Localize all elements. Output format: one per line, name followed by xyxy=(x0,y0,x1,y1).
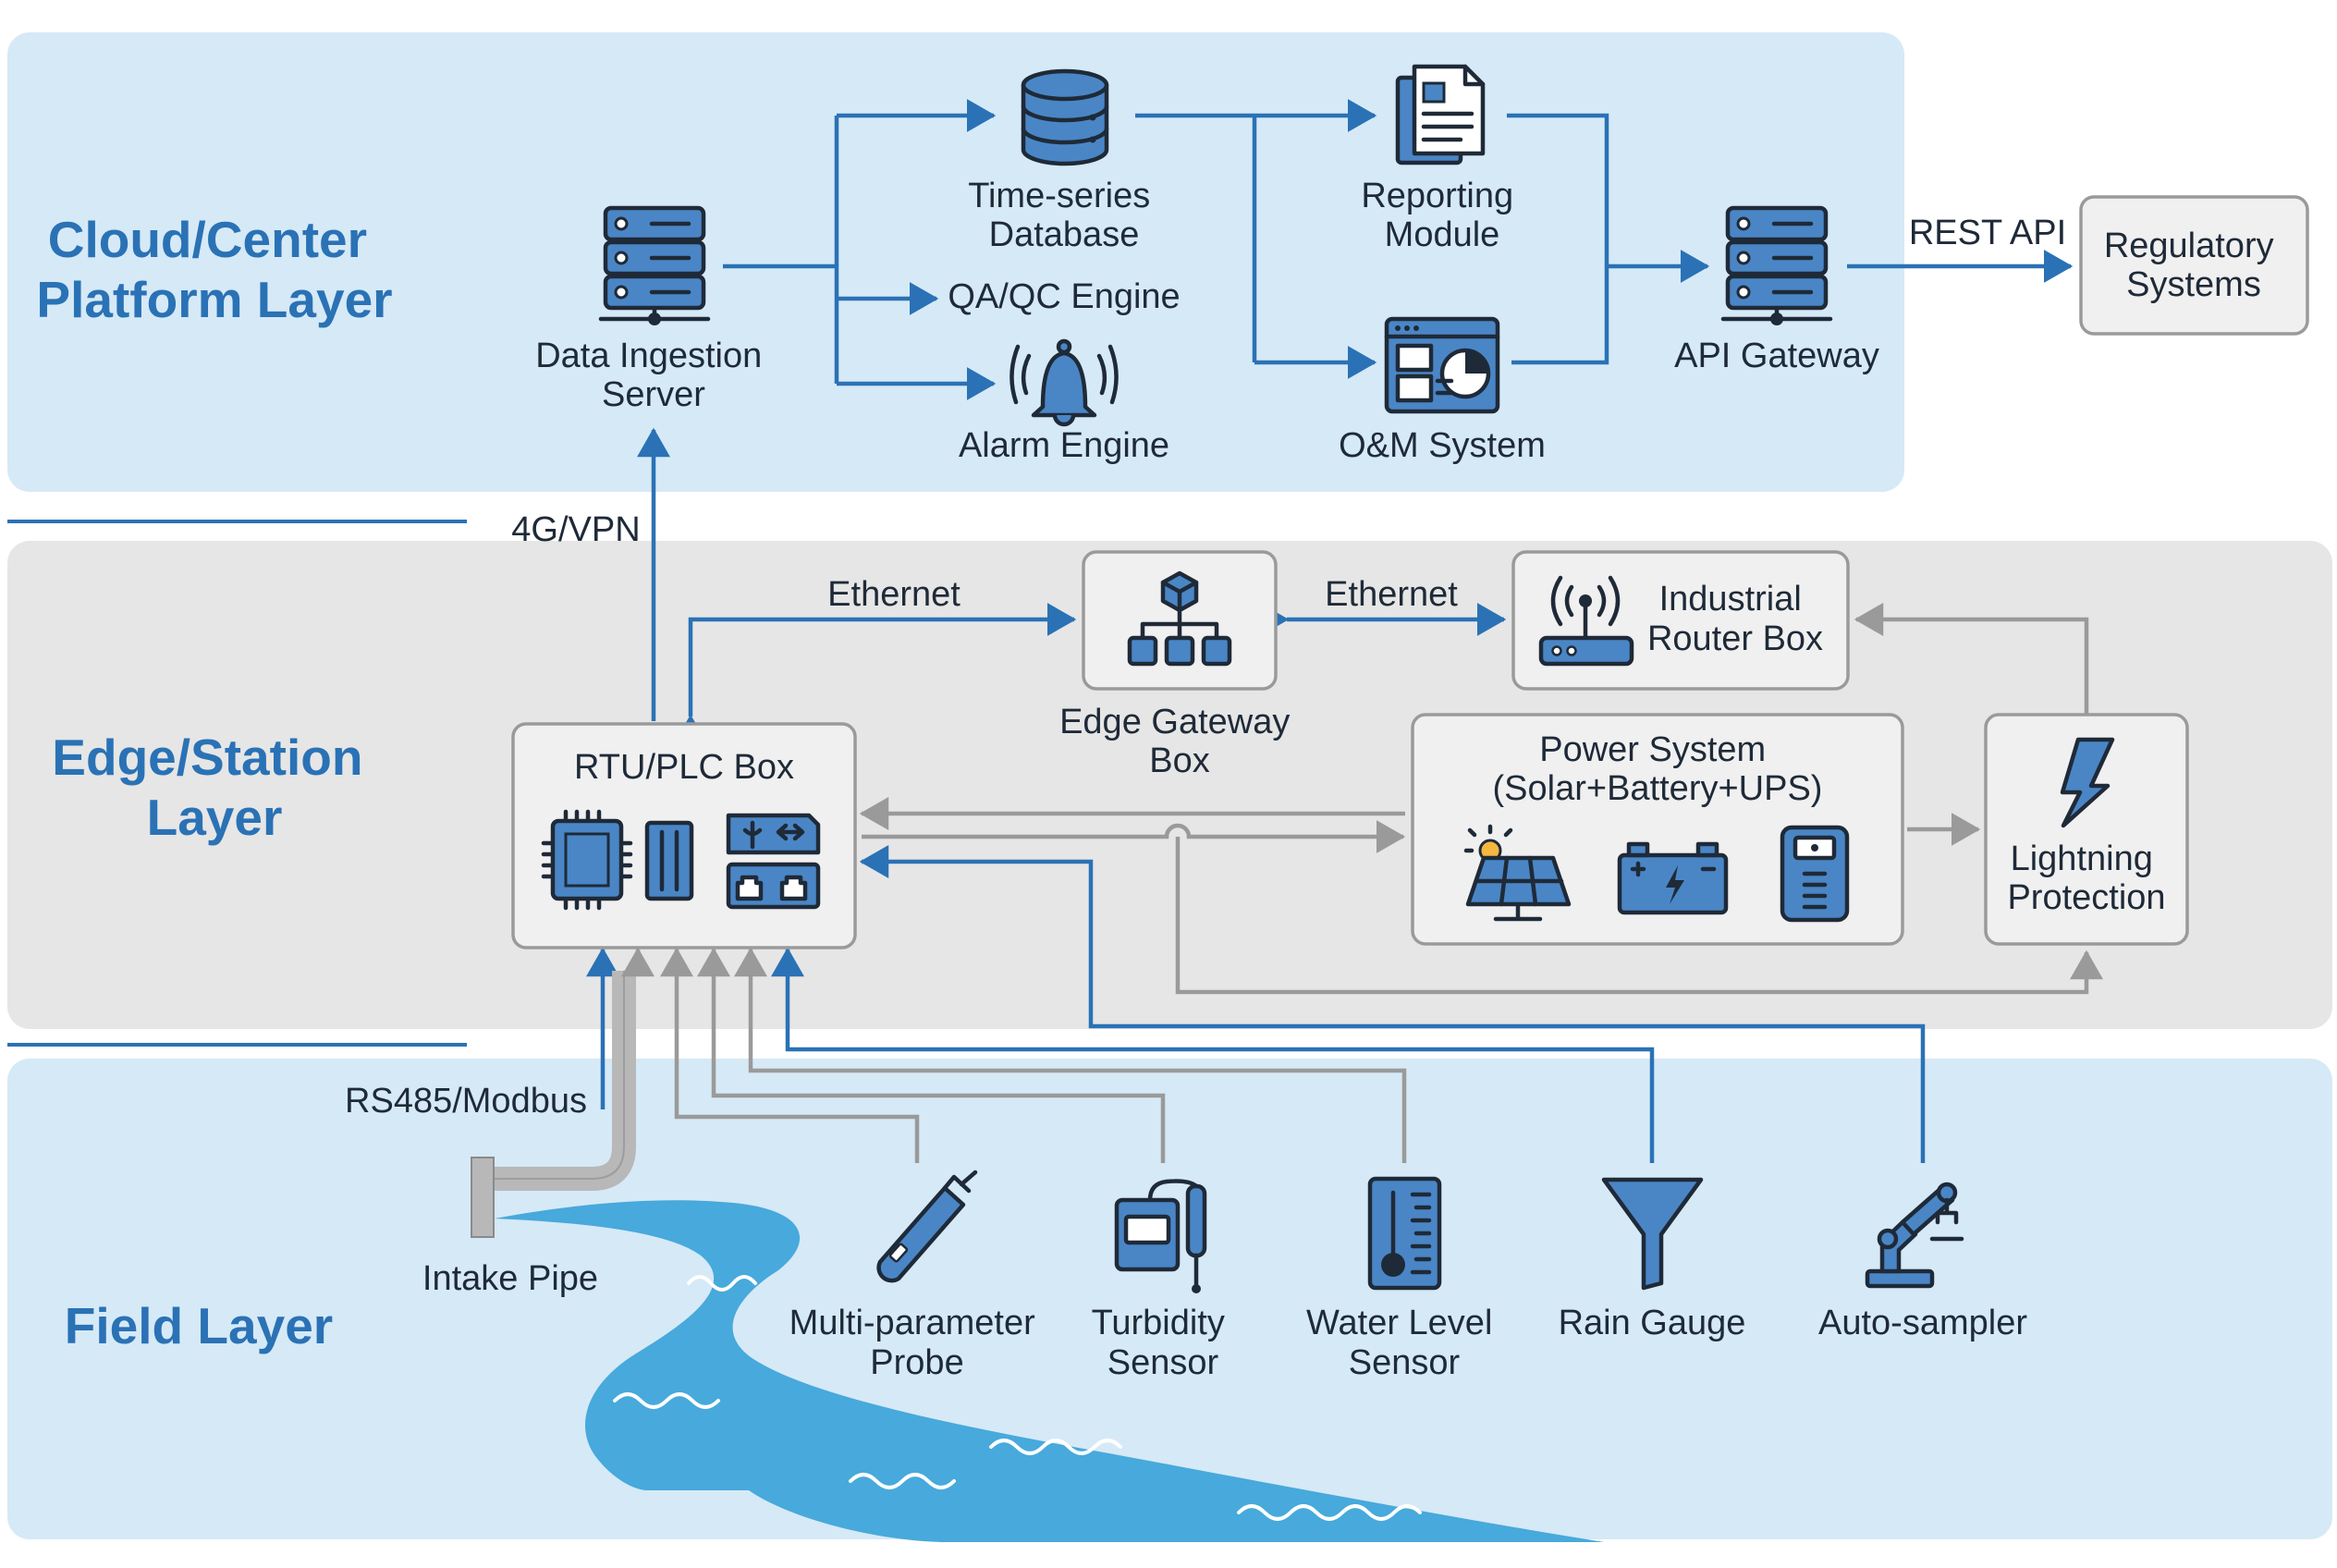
gateway-server-icon xyxy=(1720,205,1833,325)
io-module-icon xyxy=(644,820,694,901)
arrow-rtu-ground-to-lightning xyxy=(1175,837,2103,995)
server-icon xyxy=(598,205,711,325)
alarm-engine-node[interactable]: Alarm Engine xyxy=(959,338,1169,465)
rtu-plc-box-node[interactable]: RTU/PLC Box xyxy=(511,722,857,949)
rtu-plc-label: RTU/PLC Box xyxy=(574,748,794,787)
arrow-ethernet-rtu-gateway xyxy=(674,603,1077,744)
qaqc-engine-label: QA/QC Engine xyxy=(948,277,1180,316)
arrow-turbidity-to-rtu xyxy=(697,947,1166,1163)
rs485-label: RS485/Modbus xyxy=(345,1082,587,1121)
solar-panel-icon xyxy=(1463,824,1572,922)
intake-pipe-flange xyxy=(471,1157,495,1238)
battery-icon xyxy=(1617,841,1729,915)
arrow-rtu-to-power xyxy=(862,820,1406,853)
intake-pipe-outline xyxy=(488,971,625,1180)
ethernet-label-2: Ethernet xyxy=(1325,575,1458,614)
document-icon xyxy=(1395,64,1486,165)
ups-icon xyxy=(1780,825,1850,923)
usb-ports-icon xyxy=(726,813,821,855)
river xyxy=(495,1200,1604,1542)
water-level-icon xyxy=(1367,1176,1442,1291)
autosampler-node[interactable]: Auto-sampler xyxy=(1818,1182,2027,1342)
lightning-protection-box xyxy=(1984,713,2189,946)
water-level-sensor-node[interactable]: Water Level Sensor xyxy=(1306,1176,1502,1382)
edge-layer-title: Edge/Station Layer xyxy=(52,729,376,846)
api-gateway-node[interactable]: API Gateway xyxy=(1674,205,1879,375)
edge-gateway-label: Edge Gateway Box xyxy=(1059,703,1300,780)
vpn-label: 4G/VPN xyxy=(511,510,640,549)
probe-icon xyxy=(876,1170,978,1283)
timeseries-database-node[interactable]: Time-series Database xyxy=(968,68,1160,254)
rain-gauge-label: Rain Gauge xyxy=(1559,1304,1746,1342)
arrow-lightning-to-router xyxy=(1854,603,2089,714)
arrow-autosampler-to-rtu xyxy=(859,845,1926,1163)
timeseries-out-line xyxy=(1135,113,1257,362)
lightning-protection-node[interactable]: Lightning Protection xyxy=(1984,713,2189,946)
regulatory-systems-box xyxy=(2079,195,2309,336)
cloud-layer-title: Cloud/Center Platform Layer xyxy=(36,211,392,328)
reporting-om-merge-line xyxy=(1507,113,1609,365)
field-layer-title: Field Layer xyxy=(65,1297,333,1354)
reporting-module-label: Reporting Module xyxy=(1361,177,1523,254)
network-hierarchy-icon xyxy=(1127,570,1232,667)
river-waves xyxy=(613,1275,1422,1521)
multiparameter-probe-node[interactable]: Multi-parameter Probe xyxy=(789,1170,1046,1382)
probe-label: Multi-parameter Probe xyxy=(789,1304,1046,1382)
power-system-label: Power System (Solar+Battery+UPS) xyxy=(1493,730,1823,808)
edge-gateway-box-node[interactable]: Edge Gateway Box xyxy=(1059,550,1300,780)
water-level-label: Water Level Sensor xyxy=(1306,1304,1502,1382)
alarm-engine-label: Alarm Engine xyxy=(959,426,1169,465)
arrow-waterlevel-to-rtu xyxy=(734,947,1407,1163)
robotic-arm-icon xyxy=(1865,1182,1964,1289)
router-icon xyxy=(1538,575,1634,667)
rain-gauge-node[interactable]: Rain Gauge xyxy=(1559,1177,1746,1342)
industrial-router-label: Industrial Router Box xyxy=(1647,580,1823,658)
processor-chip-icon xyxy=(541,809,633,911)
turbidity-label: Turbidity Sensor xyxy=(1092,1304,1235,1382)
timeseries-database-label: Time-series Database xyxy=(968,177,1160,254)
qaqc-engine-node[interactable]: QA/QC Engine xyxy=(948,277,1180,316)
intake-pipe-node[interactable]: Intake Pipe xyxy=(422,1259,598,1298)
arrow-probe-to-rtu xyxy=(660,947,920,1163)
data-ingestion-server-node[interactable]: Data Ingestion Server xyxy=(535,205,772,414)
om-system-label: O&M System xyxy=(1339,426,1546,465)
ingestion-trunk-line xyxy=(723,116,839,384)
industrial-router-node[interactable]: Industrial Router Box xyxy=(1511,550,1850,691)
turbidity-sensor-node[interactable]: Turbidity Sensor xyxy=(1092,1179,1235,1382)
funnel-icon xyxy=(1601,1177,1704,1291)
intake-pipe-label: Intake Pipe xyxy=(422,1259,598,1298)
reporting-module-node[interactable]: Reporting Module xyxy=(1361,64,1523,254)
network-ports-icon xyxy=(726,862,821,910)
dashboard-icon xyxy=(1384,316,1500,414)
turbidity-sensor-icon xyxy=(1114,1179,1207,1293)
power-system-node[interactable]: Power System (Solar+Battery+UPS) xyxy=(1411,713,1904,946)
api-gateway-label: API Gateway xyxy=(1674,337,1879,375)
om-system-node[interactable]: O&M System xyxy=(1339,316,1546,465)
regulatory-systems-node[interactable]: Regulatory Systems xyxy=(2079,195,2309,336)
regulatory-systems-label: Regulatory Systems xyxy=(2104,227,2283,304)
database-icon xyxy=(1021,68,1109,166)
autosampler-label: Auto-sampler xyxy=(1818,1304,2027,1342)
data-ingestion-label: Data Ingestion Server xyxy=(535,337,772,414)
lightning-protection-label: Lightning Protection xyxy=(2007,839,2165,917)
arrow-raingauge-to-rtu xyxy=(771,947,1655,1163)
lightning-bolt-icon xyxy=(2060,737,2115,828)
ethernet-label-1: Ethernet xyxy=(827,575,960,614)
bell-icon xyxy=(1009,338,1119,427)
rest-api-label: REST API xyxy=(1909,214,2066,252)
